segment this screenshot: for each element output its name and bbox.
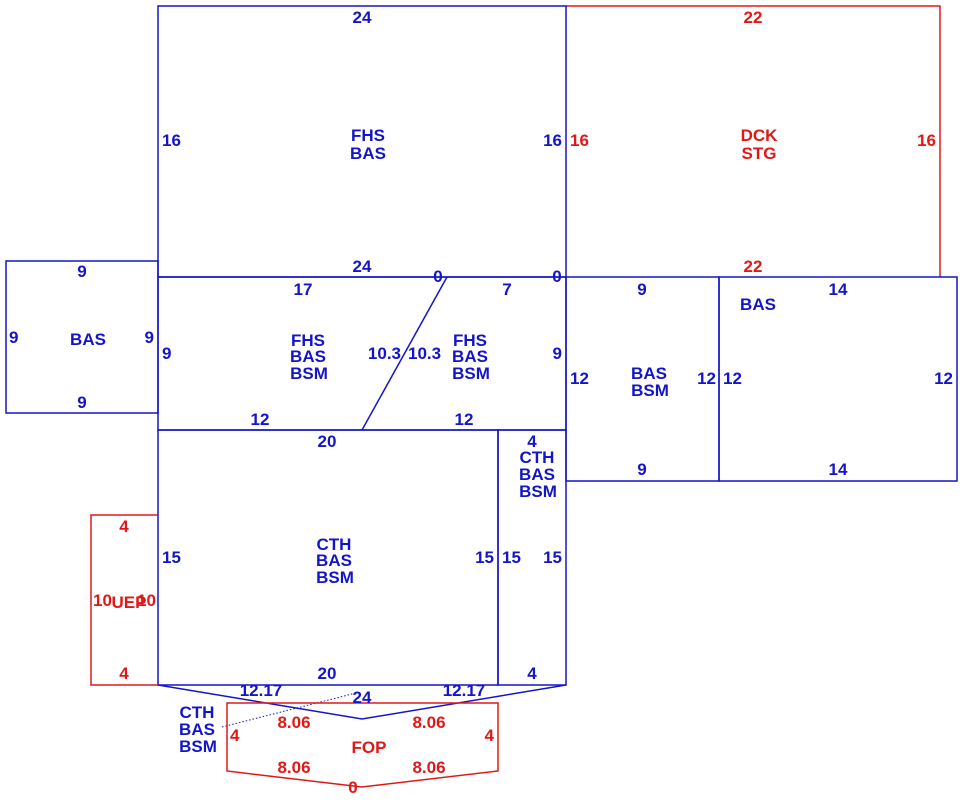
cth-main-bottom-dim: 20 <box>318 664 337 683</box>
fhs-right-top-dim: 7 <box>502 280 511 299</box>
uep-top-dim: 4 <box>119 517 129 536</box>
cth-narrow-label-2: BAS <box>519 465 555 484</box>
fop-top-right-dim: 8.06 <box>412 713 445 732</box>
upper-fhs-top-dim: 24 <box>353 8 372 27</box>
deck-bottom-dim: 22 <box>744 257 763 276</box>
cth-bay-left-dim: 12.17 <box>240 681 283 700</box>
cth-bay-label-1: CTH <box>180 703 215 722</box>
cth-bay-outline <box>157 684 567 720</box>
bas-bsm-left-dim: 12 <box>570 369 589 388</box>
cth-narrow-left-dim: 15 <box>502 548 521 567</box>
upper-fhs-left-dim: 16 <box>162 131 181 150</box>
fhs-right-label-2: BAS <box>452 347 488 366</box>
fop-label: FOP <box>352 738 387 757</box>
fhs-right-zero-b: 0 <box>552 267 561 286</box>
cth-bay-right-dim: 12.17 <box>443 681 486 700</box>
fhs-right-zero-a: 0 <box>433 267 442 286</box>
cth-main-left-dim: 15 <box>162 548 181 567</box>
cth-main-top-dim: 20 <box>318 432 337 451</box>
bas-left-left-dim: 9 <box>9 328 18 347</box>
fop-bottom-point-dim: 0 <box>348 778 357 797</box>
bas-right-room-outline <box>718 276 958 482</box>
deck-left-dim: 16 <box>570 131 589 150</box>
cth-narrow-top-dim: 4 <box>527 432 537 451</box>
uep-right-dim: 10 <box>137 591 156 610</box>
cth-main-label-2: BAS <box>316 551 352 570</box>
uep-outline <box>90 514 158 686</box>
fhs-right-diag-dim: 10.3 <box>408 344 441 363</box>
upper-fhs-bottom-dim: 24 <box>353 257 372 276</box>
deck-outline <box>566 5 941 277</box>
cth-narrow-right-dim: 15 <box>543 548 562 567</box>
upper-fhs-label-1: FHS <box>351 126 385 145</box>
bas-left-label: BAS <box>70 330 106 349</box>
upper-fhs-label-2: BAS <box>350 144 386 163</box>
cth-main-label-3: BSM <box>316 568 354 587</box>
fhs-left-label-1: FHS <box>291 331 325 350</box>
bas-left-right-dim: 9 <box>145 328 154 347</box>
fhs-right-bottom-dim: 12 <box>455 410 474 429</box>
upper-fhs-right-dim: 16 <box>543 131 562 150</box>
cth-bay-chord-dim: 24 <box>353 688 372 707</box>
cth-narrow-label-1: CTH <box>520 448 555 467</box>
fop-top-left-dim: 8.06 <box>277 713 310 732</box>
bas-left-bottom-dim: 9 <box>77 393 86 412</box>
fop-outline <box>226 702 499 788</box>
cth-bay-label-3: BSM <box>179 737 217 756</box>
deck-top-dim: 22 <box>744 8 763 27</box>
bas-right-right-dim: 12 <box>934 369 953 388</box>
bas-right-left-dim: 12 <box>723 369 742 388</box>
bas-bsm-right-dim: 12 <box>697 369 716 388</box>
cth-narrow-room-outline <box>497 429 567 686</box>
deck-label-1: DCK <box>741 126 779 145</box>
bas-right-label: BAS <box>740 295 776 314</box>
fhs-left-bottom-dim: 12 <box>251 410 270 429</box>
fhs-left-label-3: BSM <box>290 364 328 383</box>
bas-left-top-dim: 9 <box>77 262 86 281</box>
uep-left-dim: 10 <box>93 591 112 610</box>
bas-bsm-label-1: BAS <box>631 364 667 383</box>
bas-right-top-dim: 14 <box>829 280 848 299</box>
fhs-right-label-3: BSM <box>452 364 490 383</box>
fhs-right-right-dim: 9 <box>553 344 562 363</box>
uep-label: UEP <box>112 593 147 612</box>
uep-bottom-dim: 4 <box>119 664 129 683</box>
fop-bottom-left-dim: 8.06 <box>277 758 310 777</box>
fhs-strip-outline <box>157 276 567 431</box>
fop-left-dim: 4 <box>230 726 240 745</box>
fhs-left-top-dim: 17 <box>294 280 313 299</box>
deck-right-dim: 16 <box>917 131 936 150</box>
fhs-left-left-dim: 9 <box>162 344 171 363</box>
fop-right-dim: 4 <box>485 726 495 745</box>
bas-bsm-bottom-dim: 9 <box>637 460 646 479</box>
bas-bsm-label-2: BSM <box>631 381 669 400</box>
fhs-left-label-2: BAS <box>290 347 326 366</box>
cth-main-label-1: CTH <box>317 535 352 554</box>
fhs-right-label-1: FHS <box>453 331 487 350</box>
bas-bsm-top-dim: 9 <box>637 280 646 299</box>
bas-right-bottom-dim: 14 <box>829 460 848 479</box>
cth-narrow-label-3: BSM <box>519 482 557 501</box>
cth-bay-label-2: BAS <box>179 720 215 739</box>
fhs-diagonal-wall <box>361 276 448 431</box>
fhs-left-diag-dim: 10.3 <box>368 344 401 363</box>
cth-narrow-bottom-dim: 4 <box>527 664 537 683</box>
deck-label-2: STG <box>742 144 777 163</box>
cth-main-right-dim: 15 <box>475 548 494 567</box>
fop-bottom-right-dim: 8.06 <box>412 758 445 777</box>
